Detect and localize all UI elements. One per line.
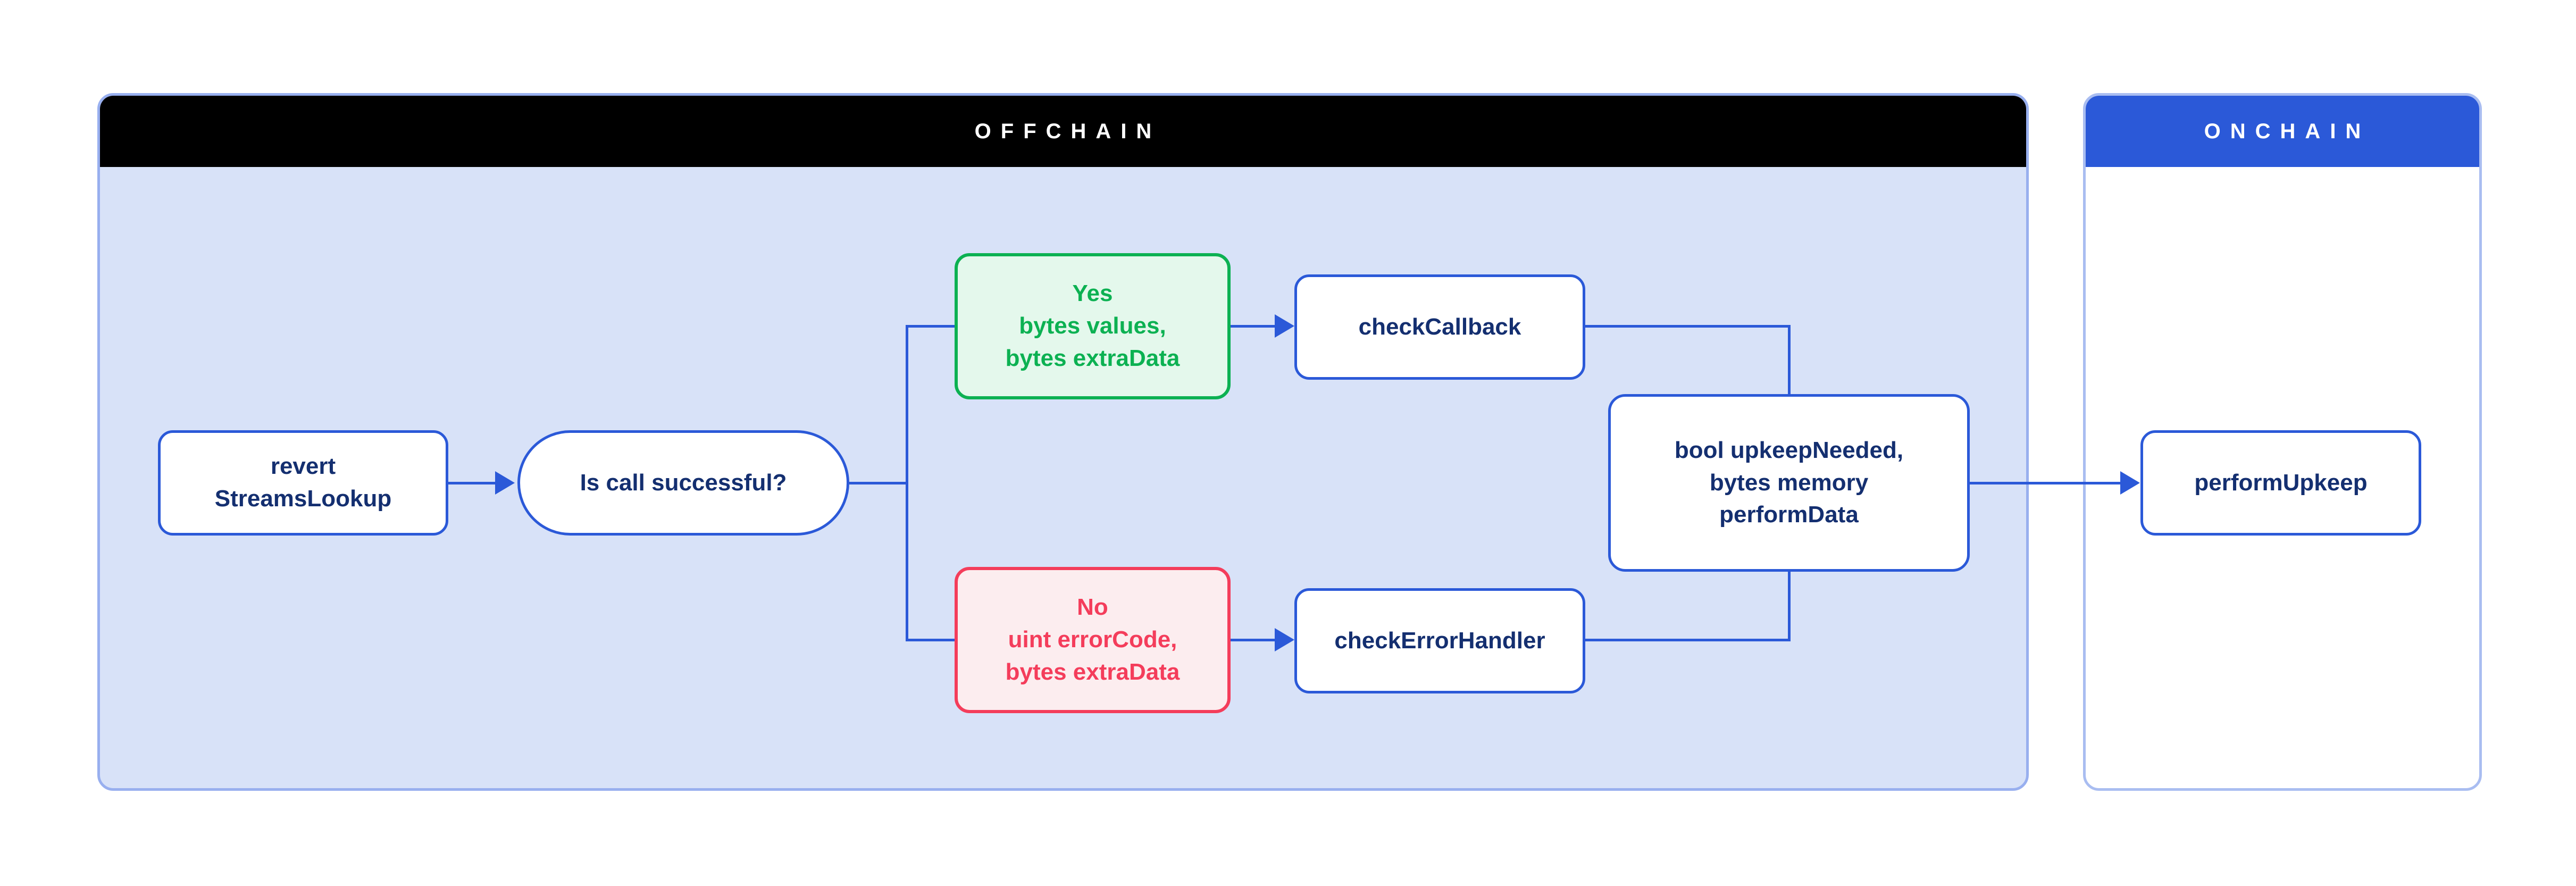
connector-decision-to-branch xyxy=(849,482,908,484)
onchain-header: ONCHAIN xyxy=(2086,96,2479,167)
node-checkcallback-label: checkCallback xyxy=(1358,313,1521,340)
node-no-branch: No uint errorCode, bytes extraData xyxy=(955,567,1231,713)
node-upkeep-output-label: bool upkeepNeeded, bytes memory performD… xyxy=(1674,437,1904,528)
node-checkcallback: checkCallback xyxy=(1294,274,1585,380)
connector-no-to-checkerrorhandler xyxy=(1231,639,1276,641)
arrow-right-icon xyxy=(2120,471,2140,495)
node-revert-streamslookup: revert StreamsLookup xyxy=(158,430,448,536)
connector-branch-to-no xyxy=(906,639,955,641)
node-yes-branch: Yes bytes values, bytes extraData xyxy=(955,253,1231,399)
node-no-branch-label: No uint errorCode, bytes extraData xyxy=(1005,594,1180,685)
connector-checkcallback-down-to-output xyxy=(1788,325,1791,395)
connector-checkerrorhandler-up-to-output xyxy=(1788,571,1791,641)
connector-branch-to-yes xyxy=(906,325,955,328)
node-revert-streamslookup-label: revert StreamsLookup xyxy=(214,453,392,512)
arrow-right-icon xyxy=(1275,628,1294,651)
node-yes-branch-label: Yes bytes values, bytes extraData xyxy=(1005,280,1180,371)
connector-checkerrorhandler-right xyxy=(1585,639,1791,641)
connector-revert-to-decision xyxy=(448,482,497,484)
node-checkerrorhandler-label: checkErrorHandler xyxy=(1334,627,1545,654)
node-is-call-successful: Is call successful? xyxy=(517,430,849,536)
arrow-right-icon xyxy=(1275,314,1294,338)
offchain-header: OFFCHAIN xyxy=(100,96,2026,167)
connector-output-to-performupkeep xyxy=(1970,482,2121,484)
node-is-call-successful-label: Is call successful? xyxy=(580,469,787,496)
offchain-title: OFFCHAIN xyxy=(974,119,1161,143)
connector-yes-to-checkcallback xyxy=(1231,325,1276,328)
node-performupkeep: performUpkeep xyxy=(2140,430,2421,536)
node-performupkeep-label: performUpkeep xyxy=(2194,469,2368,496)
arrow-right-icon xyxy=(495,471,515,495)
connector-branch-vertical xyxy=(906,325,908,641)
connector-checkcallback-right xyxy=(1585,325,1791,328)
node-upkeep-output: bool upkeepNeeded, bytes memory performD… xyxy=(1608,394,1970,572)
node-checkerrorhandler: checkErrorHandler xyxy=(1294,588,1585,693)
onchain-title: ONCHAIN xyxy=(2204,119,2371,143)
